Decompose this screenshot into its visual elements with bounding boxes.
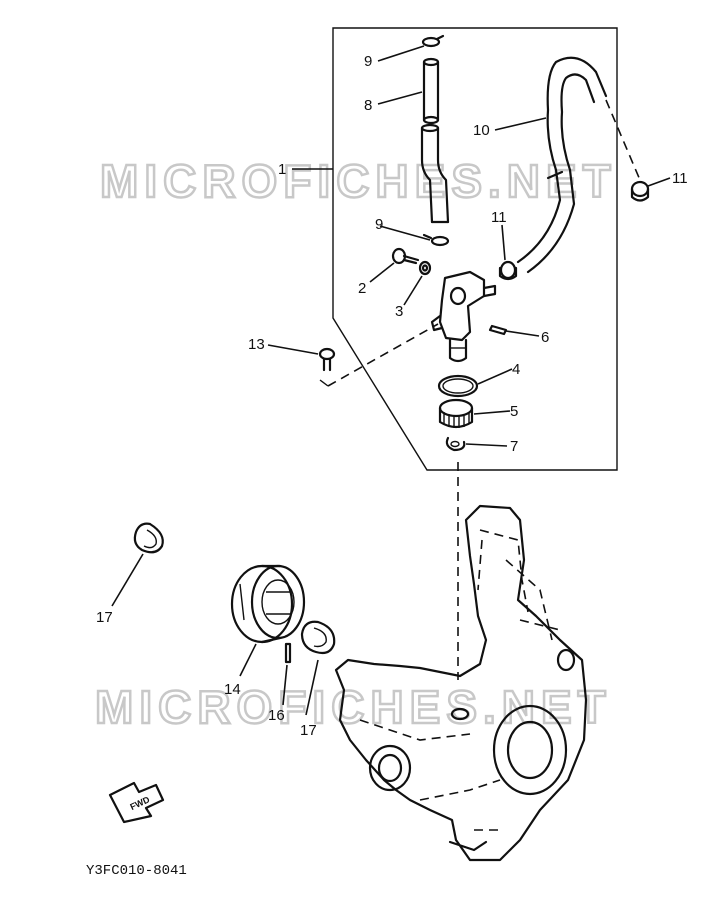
crankcase xyxy=(334,504,588,862)
pin-16 xyxy=(284,642,292,664)
cap-11-mid xyxy=(498,260,518,281)
callout-17-right: 17 xyxy=(300,722,317,739)
washer-3 xyxy=(418,260,432,276)
watermark-top: MICROFICHES.NET xyxy=(100,155,617,207)
cap-11-right xyxy=(630,180,650,202)
callout-5: 5 xyxy=(510,403,518,420)
callout-11-right: 11 xyxy=(672,170,688,187)
assembly-outline xyxy=(332,27,618,471)
hose-8 xyxy=(422,57,440,125)
gear-5 xyxy=(438,398,474,429)
figure-code: Y3FC010-8041 xyxy=(86,863,187,879)
callout-3: 3 xyxy=(395,303,403,320)
callout-9-top: 9 xyxy=(364,53,372,70)
callout-1: 1 xyxy=(278,161,286,178)
callout-9-lower: 9 xyxy=(375,216,383,233)
o-ring-4 xyxy=(437,374,479,398)
callout-8: 8 xyxy=(364,97,372,114)
bearing-14 xyxy=(230,564,306,644)
screw-2 xyxy=(391,247,420,265)
circlip-17-left xyxy=(133,522,164,554)
hose-clip-lower xyxy=(422,233,450,247)
callout-7: 7 xyxy=(510,438,518,455)
guide-line-13 xyxy=(327,323,439,387)
callout-16: 16 xyxy=(268,707,285,724)
guide-tick-13 xyxy=(319,379,329,387)
screw-13 xyxy=(318,347,336,372)
hose-10 xyxy=(516,56,608,274)
pin-6 xyxy=(488,324,508,336)
hose-clip-top xyxy=(421,34,445,48)
oil-pump-body xyxy=(430,270,497,363)
callout-10: 10 xyxy=(473,122,490,139)
callout-14: 14 xyxy=(224,681,241,698)
callout-4: 4 xyxy=(512,361,520,378)
hose-lower xyxy=(420,123,450,224)
callout-11-mid: 11 xyxy=(491,209,507,226)
callout-2: 2 xyxy=(358,280,366,297)
callout-13: 13 xyxy=(248,336,265,353)
fwd-label: FWD xyxy=(128,794,151,812)
circlip-17-right xyxy=(300,620,336,655)
circlip-7 xyxy=(445,436,466,452)
callout-6: 6 xyxy=(541,329,549,346)
callout-17-left: 17 xyxy=(96,609,113,626)
leader-lines xyxy=(111,45,671,716)
fwd-arrow: FWD xyxy=(108,781,165,824)
